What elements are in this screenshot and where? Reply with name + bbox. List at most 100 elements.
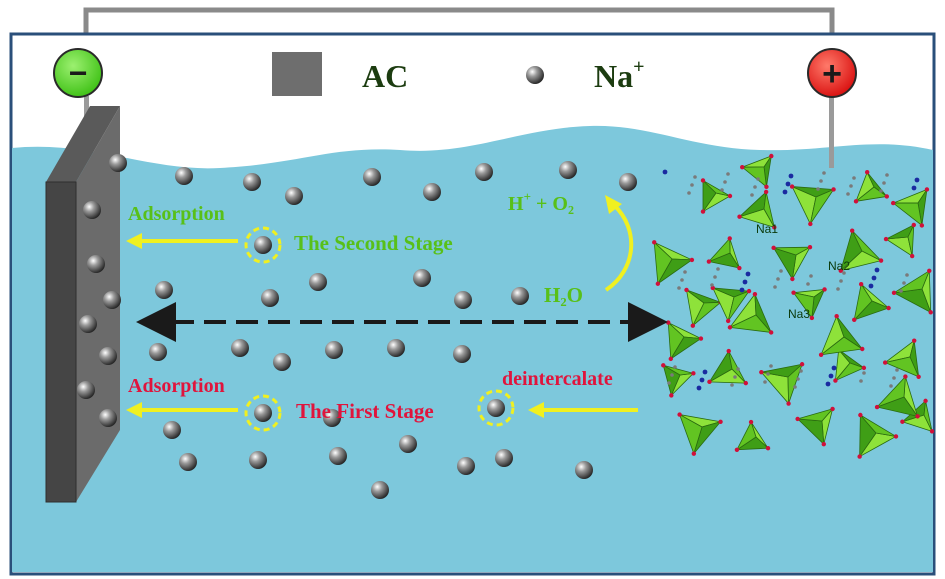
lattice-site bbox=[816, 187, 820, 191]
na3-label: Na3 bbox=[788, 307, 810, 321]
tetrahedron bbox=[795, 406, 835, 447]
lattice-site bbox=[825, 381, 831, 387]
crystal-structure bbox=[652, 153, 935, 459]
lattice-site bbox=[846, 192, 850, 196]
tetrahedron bbox=[666, 320, 704, 362]
lattice-site bbox=[673, 365, 677, 369]
lattice-site bbox=[899, 289, 903, 293]
na-ion bbox=[179, 453, 197, 471]
adsorption-arrow-upper bbox=[126, 233, 238, 249]
first-stage-ion-ring bbox=[244, 394, 282, 432]
tetrahedron bbox=[891, 268, 933, 315]
lattice-site bbox=[766, 372, 770, 376]
deintercalate-label: deintercalate bbox=[502, 368, 613, 390]
na-ion bbox=[423, 183, 441, 201]
lattice-site bbox=[769, 364, 773, 368]
tetrahedron bbox=[857, 412, 899, 459]
lattice-site bbox=[680, 278, 684, 282]
lattice-site bbox=[892, 376, 896, 380]
lattice-site bbox=[819, 179, 823, 183]
tetrahedron bbox=[700, 178, 733, 214]
lattice-site bbox=[690, 183, 694, 187]
na1-label: Na1 bbox=[756, 222, 778, 236]
na-ion bbox=[77, 381, 95, 399]
na-ion bbox=[103, 291, 121, 309]
lattice-site bbox=[763, 380, 767, 384]
tetrahedron bbox=[677, 412, 723, 456]
na-legend-label: Na+ bbox=[594, 56, 645, 94]
na-ion bbox=[175, 167, 193, 185]
lattice-site bbox=[889, 384, 893, 388]
tetrahedron bbox=[740, 153, 774, 190]
na-ion bbox=[575, 461, 593, 479]
na-ion bbox=[83, 201, 101, 219]
tetrahedron bbox=[759, 362, 805, 406]
lattice-site bbox=[879, 189, 883, 193]
na-ion bbox=[323, 409, 341, 427]
lattice-site bbox=[677, 286, 681, 290]
tetrahedron bbox=[883, 222, 917, 259]
lattice-site bbox=[662, 169, 668, 175]
lattice-site bbox=[828, 373, 834, 379]
na-ion bbox=[285, 187, 303, 205]
na-ion bbox=[325, 341, 343, 359]
lattice-site bbox=[687, 191, 691, 195]
h2o-label: H₂O bbox=[544, 283, 583, 307]
adsorption-arrow-lower bbox=[126, 402, 238, 418]
na-ion bbox=[363, 168, 381, 186]
lattice-site bbox=[742, 279, 748, 285]
lattice-site bbox=[902, 281, 906, 285]
lattice-site bbox=[868, 283, 874, 289]
lattice-site bbox=[723, 180, 727, 184]
lattice-site bbox=[885, 173, 889, 177]
ac-legend-label: AC bbox=[362, 58, 408, 94]
na-ion bbox=[155, 281, 173, 299]
tetrahedron bbox=[882, 338, 921, 379]
na-ion bbox=[243, 173, 261, 191]
sodium-ions bbox=[77, 154, 637, 499]
lattice-site bbox=[726, 172, 730, 176]
lattice-site bbox=[785, 181, 791, 187]
lattice-site bbox=[914, 177, 920, 183]
positive-lead bbox=[829, 96, 834, 168]
positive-symbol: + bbox=[822, 55, 842, 93]
tetrahedron bbox=[737, 189, 777, 230]
lattice-site bbox=[745, 271, 751, 277]
na-ion bbox=[99, 347, 117, 365]
na-legend-ball bbox=[526, 66, 544, 84]
na-ion bbox=[329, 447, 347, 465]
lattice-site bbox=[699, 377, 705, 383]
na-ion bbox=[475, 163, 493, 181]
lattice-site bbox=[799, 369, 803, 373]
lattice-site bbox=[720, 188, 724, 192]
lattice-site bbox=[871, 275, 877, 281]
tetrahedron bbox=[874, 374, 920, 419]
na-ion bbox=[254, 236, 272, 254]
na-ion bbox=[309, 273, 327, 291]
na-ion bbox=[254, 404, 272, 422]
na-ion bbox=[87, 255, 105, 273]
wire bbox=[83, 7, 835, 50]
electrolyte-water bbox=[12, 125, 933, 573]
na-ion bbox=[454, 291, 472, 309]
lattice-site bbox=[806, 282, 810, 286]
lattice-site bbox=[702, 369, 708, 375]
lattice-site bbox=[796, 377, 800, 381]
lattice-site bbox=[809, 274, 813, 278]
na-ion bbox=[413, 269, 431, 287]
tetrahedron bbox=[852, 281, 891, 323]
lattice-site bbox=[773, 285, 777, 289]
tetrahedron bbox=[661, 363, 696, 398]
lattice-site bbox=[831, 365, 837, 371]
tetrahedron bbox=[727, 291, 774, 335]
lattice-site bbox=[756, 177, 760, 181]
na-ion bbox=[453, 345, 471, 363]
deintercalate-arrow bbox=[528, 402, 638, 418]
tetrahedron bbox=[853, 170, 890, 204]
lattice-site bbox=[736, 367, 740, 371]
h-o2-label: H+ + O₂ bbox=[508, 189, 574, 215]
na-ion bbox=[387, 339, 405, 357]
lattice-site bbox=[670, 373, 674, 377]
